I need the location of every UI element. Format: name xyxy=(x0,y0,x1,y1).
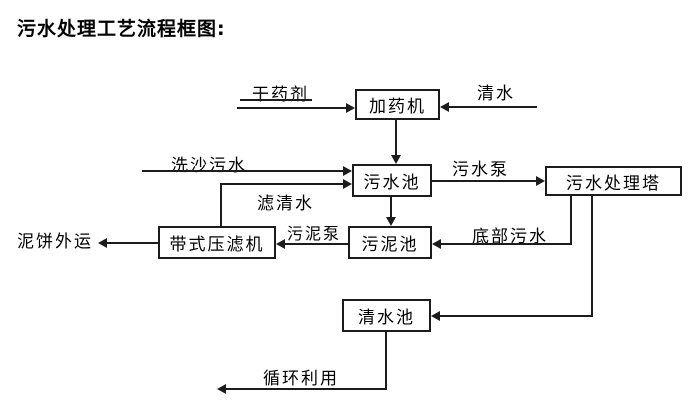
node-clean-water-pool: 清水池 xyxy=(342,299,431,332)
node-belt-filter-press: 带式压滤机 xyxy=(158,226,276,259)
label-dry-chemical: 干药剂 xyxy=(252,85,309,105)
label-sludge-pump: 污泥泵 xyxy=(287,224,342,243)
label-bottom-sewage: 底部污水 xyxy=(472,227,548,247)
arrowhead-filtered-water-icon xyxy=(343,179,352,189)
edge-sewage-pump-line xyxy=(432,180,536,182)
edge-bottom-sewage-hline xyxy=(441,243,572,245)
edge-filtered-water-vline xyxy=(220,184,222,226)
page-title: 污水处理工艺流程框图: xyxy=(17,18,226,40)
arrowhead-sand-washing-icon xyxy=(343,166,352,176)
edge-bottom-sewage-vline xyxy=(570,196,572,245)
edge-recycle-vline xyxy=(385,332,387,390)
arrowhead-sewage-pump-icon xyxy=(536,176,545,186)
edge-tower-to-clean-hline xyxy=(440,315,593,317)
node-treatment-tower: 污水处理塔 xyxy=(545,166,682,196)
node-sewage-pool: 污水池 xyxy=(352,164,432,197)
label-recycle-reuse: 循环利用 xyxy=(263,369,339,389)
label-mud-cake-outbound: 泥饼外运 xyxy=(17,232,93,252)
node-sludge-pool: 污泥池 xyxy=(348,226,432,259)
arrowhead-sludge-pump-icon xyxy=(276,239,285,249)
edge-sludge-pump-line xyxy=(285,243,348,245)
label-filtered-water: 滤清水 xyxy=(257,194,314,214)
edge-filtered-water-hline xyxy=(220,183,343,185)
label-sand-washing-sewage: 洗沙污水 xyxy=(171,156,247,176)
arrowhead-mud-cake-icon xyxy=(98,238,107,248)
edge-clean-water-line xyxy=(449,106,537,108)
edge-dosing-to-sewage-line xyxy=(395,120,397,155)
arrowhead-dry-chemical-icon xyxy=(346,103,355,113)
edge-mud-cake-line xyxy=(107,242,158,244)
edge-sewage-to-sludge-line xyxy=(390,197,392,217)
edge-sand-washing-line xyxy=(142,170,343,172)
edge-dry-chemical-underline xyxy=(240,99,312,101)
label-sewage-pump: 污水泵 xyxy=(452,160,509,180)
arrowhead-dosing-to-sewage-icon xyxy=(391,155,401,164)
edge-dry-chemical-line xyxy=(237,107,346,109)
arrowhead-bottom-sewage-icon xyxy=(432,239,441,249)
arrowhead-clean-water-icon xyxy=(440,102,449,112)
node-dosing-machine: 加药机 xyxy=(355,89,440,120)
edge-tower-to-clean-vline xyxy=(591,196,593,317)
arrowhead-sewage-to-sludge-icon xyxy=(386,217,396,226)
arrowhead-recycle-icon xyxy=(217,384,226,394)
arrowhead-tower-to-clean-icon xyxy=(431,311,440,321)
edge-recycle-hline xyxy=(226,388,387,390)
label-clean-water: 清水 xyxy=(477,84,515,104)
